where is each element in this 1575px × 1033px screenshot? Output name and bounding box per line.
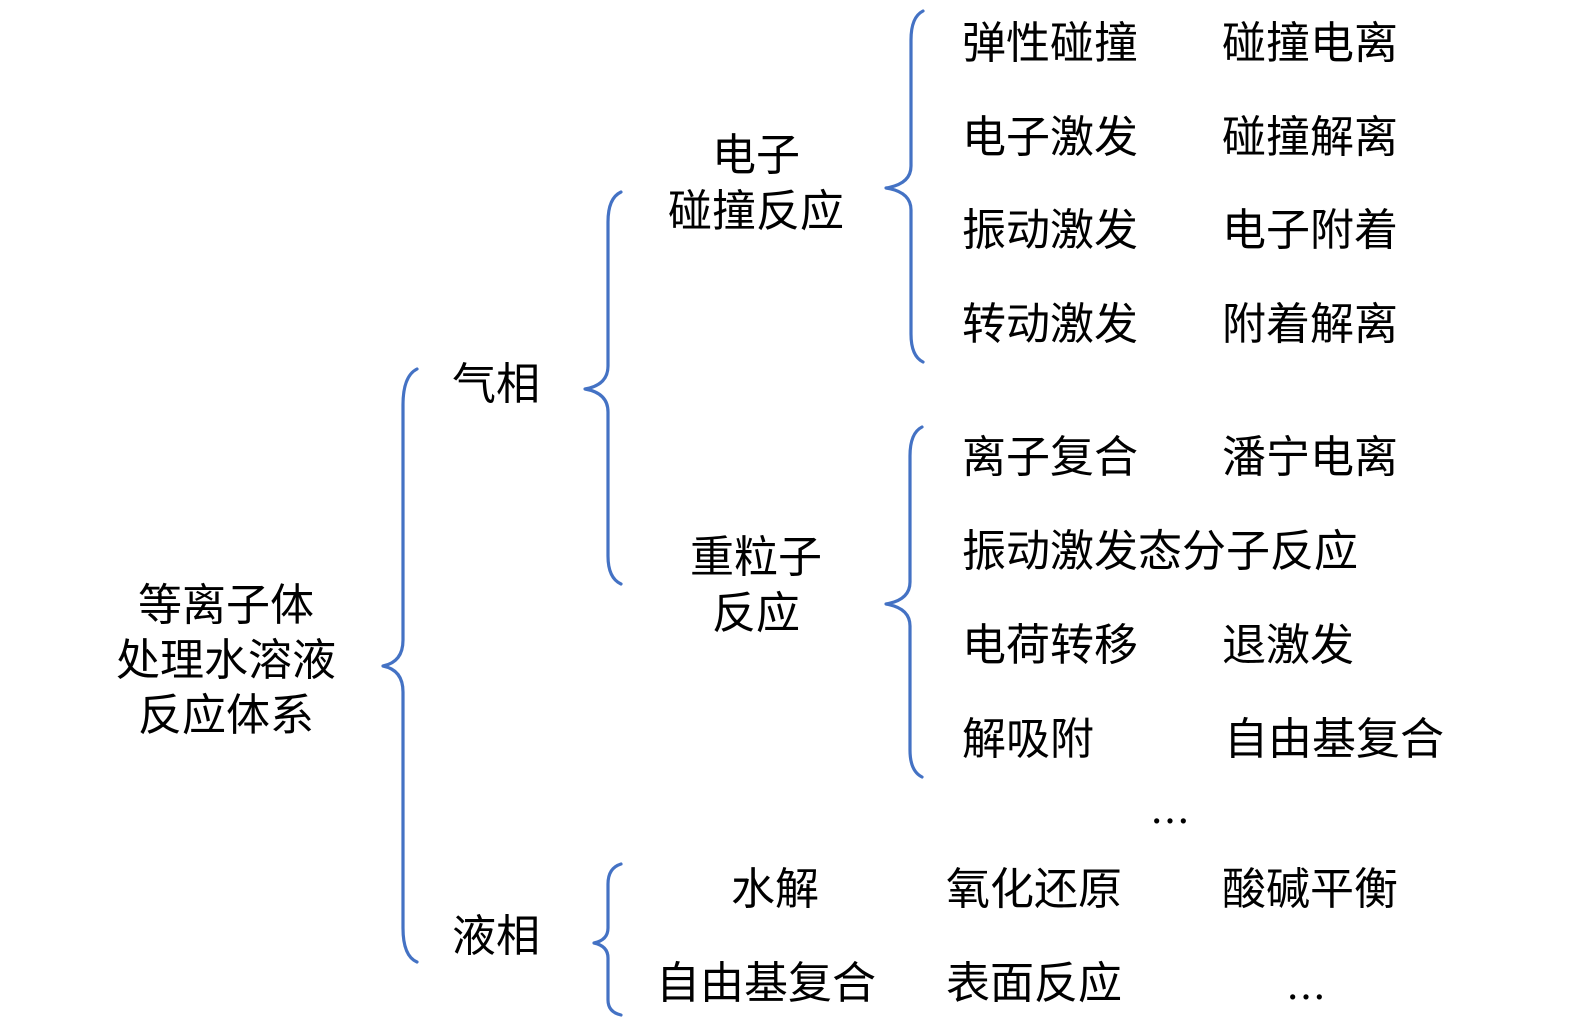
heavy-particle-label-line: 反应 (712, 588, 800, 639)
electron-collision-brace (884, 9, 925, 364)
heavy-particle-item: 振动激发态分子反应 (962, 526, 1358, 577)
heavy-particle-item: 自由基复合 (1224, 714, 1444, 765)
electron-item: 电子激发 (962, 112, 1138, 163)
liquid-item: 自由基复合 (656, 958, 876, 1009)
root-label-line: 等离子体 (138, 580, 314, 631)
gas-phase-brace (583, 190, 623, 586)
root-label: 等离子体 处理水溶液 反应体系 (96, 578, 356, 743)
heavy-particle-label-line: 重粒子 (690, 532, 822, 583)
electron-item: 碰撞解离 (1222, 112, 1398, 163)
electron-item: 碰撞电离 (1222, 18, 1398, 69)
heavy-particle-item: 退激发 (1222, 620, 1354, 671)
liquid-phase-label: 液相 (452, 911, 540, 962)
liquid-item: 氧化还原 (946, 864, 1122, 915)
root-brace (381, 367, 419, 964)
electron-collision-label-line: 电子 (712, 130, 800, 181)
heavy-particle-item: 潘宁电离 (1222, 432, 1398, 483)
electron-item: 电子附着 (1222, 205, 1398, 256)
root-label-line: 反应体系 (138, 690, 314, 741)
heavy-particle-item: 解吸附 (962, 714, 1094, 765)
gas-phase-label: 气相 (452, 359, 540, 410)
liquid-item: 酸碱平衡 (1222, 864, 1398, 915)
heavy-particle-item: 电荷转移 (962, 620, 1138, 671)
electron-collision-label-line: 碰撞反应 (668, 186, 844, 237)
liquid-ellipsis: … (1286, 963, 1328, 1009)
heavy-particle-label: 重粒子 反应 (646, 530, 866, 642)
heavy-particle-item: 离子复合 (962, 432, 1138, 483)
liquid-item: 水解 (731, 864, 819, 915)
liquid-phase-brace (592, 862, 623, 1017)
electron-item: 转动激发 (962, 299, 1138, 350)
liquid-item: 表面反应 (946, 958, 1122, 1009)
root-label-line: 处理水溶液 (116, 635, 336, 686)
electron-collision-label: 电子 碰撞反应 (646, 128, 866, 240)
heavy-particle-ellipsis: … (1150, 787, 1192, 833)
electron-item: 振动激发 (962, 205, 1138, 256)
electron-item: 弹性碰撞 (962, 18, 1138, 69)
electron-item: 附着解离 (1222, 299, 1398, 350)
heavy-particle-brace (884, 425, 924, 779)
